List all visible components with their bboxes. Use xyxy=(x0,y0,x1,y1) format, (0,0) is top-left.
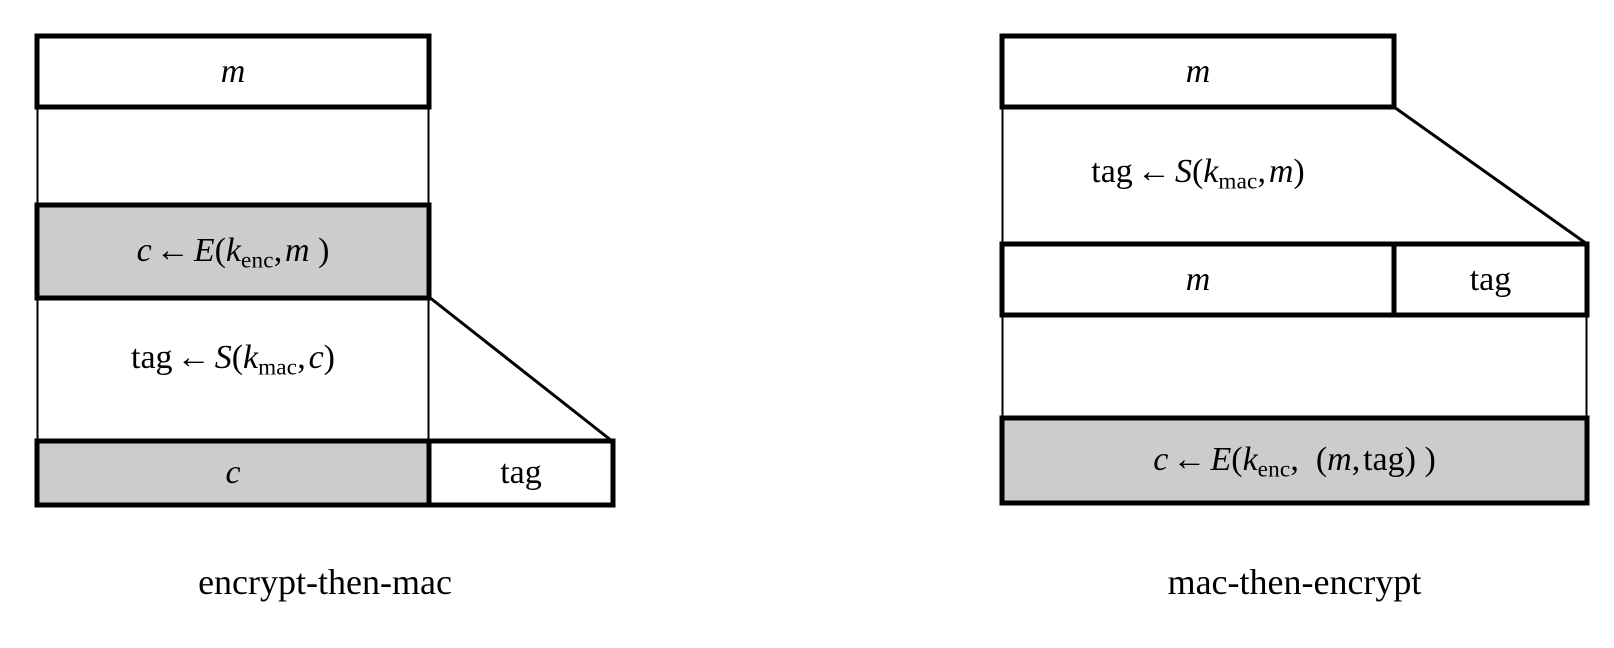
etm-label-message: m xyxy=(220,53,246,90)
token-sub-mac: mac xyxy=(258,354,298,381)
token-arrow: ← xyxy=(155,232,190,269)
token-m: m xyxy=(285,232,310,269)
token-S: S xyxy=(214,339,232,376)
token-m: m xyxy=(1268,153,1294,190)
token-E: E xyxy=(1210,441,1232,478)
token-lparen: ( xyxy=(1191,153,1204,190)
mte-label-intermediate-m: m xyxy=(1185,261,1211,298)
etm-box-output-c xyxy=(34,438,432,508)
token-rparen: ) xyxy=(1415,441,1436,478)
token-c: c xyxy=(308,339,324,376)
etm-box-message xyxy=(34,33,432,110)
token-comma-inner: , xyxy=(1351,441,1361,478)
caption-mac-then-encrypt: mac-then-encrypt xyxy=(1167,562,1422,602)
token-lparen: ( xyxy=(1231,441,1243,478)
token-lparen: ( xyxy=(231,339,244,376)
caption-encrypt-then-mac: encrypt-then-mac xyxy=(198,562,452,602)
etm-label-output-c: c xyxy=(225,454,241,491)
token-rparen-inner: ) xyxy=(1404,441,1416,478)
token-comma: , xyxy=(273,232,283,269)
token-S: S xyxy=(1174,153,1192,190)
etm-label-output-tag: tag xyxy=(500,454,542,491)
etm-box-output-tag xyxy=(426,438,616,508)
token-tag: tag xyxy=(1363,441,1405,478)
token-c: c xyxy=(1153,441,1169,478)
token-k: k xyxy=(225,232,242,269)
token-comma: , xyxy=(1257,153,1266,190)
mte-label-mac: tag←S(kmac, m) xyxy=(1002,155,1394,194)
token-k: k xyxy=(1203,153,1219,190)
panel-encrypt-then-mac xyxy=(34,33,616,508)
mte-box-intermediate-tag xyxy=(1391,241,1590,318)
token-m: m xyxy=(1327,441,1352,478)
mte-box-intermediate-m xyxy=(999,241,1397,318)
token-c: c xyxy=(136,232,152,269)
token-sub-enc: enc xyxy=(1257,456,1291,483)
token-sub-mac: mac xyxy=(1218,168,1258,195)
token-comma: , xyxy=(297,339,306,376)
mte-label-intermediate-tag: tag xyxy=(1469,261,1512,298)
token-lparen-inner: ( xyxy=(1315,441,1328,478)
etm-label-encrypt: c←E(kenc, m ) xyxy=(37,234,429,273)
token-arrow: ← xyxy=(176,339,211,376)
token-comma: , xyxy=(1290,441,1299,478)
panel-mac-then-encrypt xyxy=(999,33,1590,506)
token-arrow: ← xyxy=(1172,441,1207,478)
token-sub-enc: enc xyxy=(241,247,274,274)
token-tag: tag xyxy=(1091,153,1133,190)
token-k: k xyxy=(1242,441,1258,478)
token-tag: tag xyxy=(131,339,173,376)
token-lparen: ( xyxy=(214,232,226,269)
token-E: E xyxy=(193,232,215,269)
mte-diagonal xyxy=(1393,105,1588,246)
token-k: k xyxy=(243,339,259,376)
token-rparen: ) xyxy=(1293,153,1305,190)
mte-label-message: m xyxy=(1185,53,1211,90)
token-arrow: ← xyxy=(1136,153,1171,190)
token-rparen: ) xyxy=(323,339,335,376)
mte-box-message xyxy=(999,33,1397,110)
etm-box-encrypt xyxy=(34,202,432,301)
mte-box-encrypt xyxy=(999,415,1590,506)
etm-label-mac: tag←S(kmac, c) xyxy=(37,341,429,380)
mte-label-encrypt: c←E(kenc, (m, tag) ) xyxy=(1002,443,1587,482)
token-rparen: ) xyxy=(309,232,330,269)
etm-diagonal xyxy=(428,295,613,443)
